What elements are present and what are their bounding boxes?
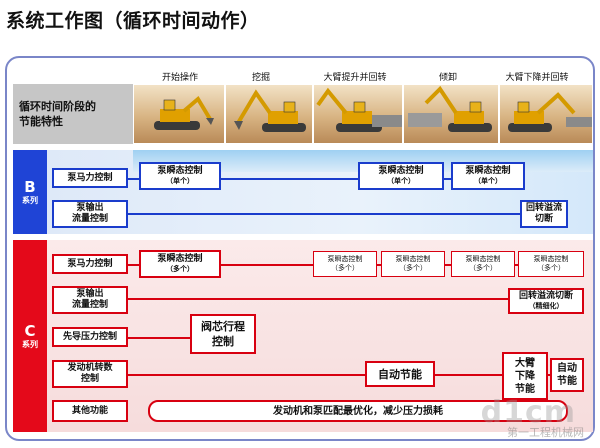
c-auto-1-label: 自动节能 <box>378 367 422 381</box>
b-transient-3-sub: （单个） <box>474 177 502 185</box>
excavator-photo-dump <box>403 84 499 144</box>
b-transient-1-title: 泵瞬态控制 <box>157 166 203 176</box>
c-transient-control-small-3: 泵瞬态控制 （多个） <box>451 251 515 277</box>
excavator-photo-dig <box>225 84 313 144</box>
watermark-site-name: 第一工程机械网 <box>507 426 584 439</box>
c-transient-s4-sub: （多个） <box>537 264 565 272</box>
c-transient-s2-title: 泵瞬态控制 <box>395 255 431 263</box>
c-optimize-label: 发动机和泵匹配最优化，减少压力损耗 <box>273 405 443 417</box>
b-swing-cut-1: 回转溢流 <box>525 203 562 213</box>
c-engine-label-1: 发动机转数 <box>67 363 113 373</box>
phase-dig: 挖掘 <box>251 73 270 83</box>
series-b-sublabel: 系列 <box>22 195 38 205</box>
c-pilot-line <box>128 337 190 339</box>
c-transient-control-small-2: 泵瞬态控制 （多个） <box>381 251 445 277</box>
c-auto-2-1: 自动 <box>557 363 577 374</box>
phase-boom-up-swing: 大臂提升并回转 <box>323 73 387 83</box>
c-pilot-label: 先导压力控制 <box>62 331 117 342</box>
c-auto-2-2: 节能 <box>557 376 577 387</box>
c-pump-flow-line <box>128 298 508 300</box>
c-transient-s1-sub: （多个） <box>331 264 359 272</box>
series-c-label: C <box>24 321 36 340</box>
phase-start: 开始操作 <box>161 73 198 83</box>
c-pump-flow-label-2: 流量控制 <box>71 300 108 310</box>
c-auto-energy-saving-2: 自动 节能 <box>550 358 584 392</box>
diagram-frame <box>5 56 595 441</box>
c-spool-2: 控制 <box>212 335 234 348</box>
b-transient-2-title: 泵瞬态控制 <box>378 166 424 176</box>
watermark-logo: d1cm <box>480 395 576 430</box>
cycle-phase-label-line2: 节能特性 <box>19 115 63 128</box>
phase-boom-down-swing: 大臂下降并回转 <box>505 73 569 83</box>
series-b-tab: B 系列 <box>13 150 47 234</box>
series-c-tab: C 系列 <box>13 240 47 432</box>
c-swing-cut-sub: （精细化） <box>528 302 564 310</box>
c-engine-label-2: 控制 <box>80 374 99 384</box>
excavator-icon <box>408 85 492 132</box>
b-pump-flow-label-1: 泵输出 <box>76 203 104 213</box>
excavator-photo-boom-down-swing <box>499 84 593 144</box>
excavator-photo-start <box>133 84 225 144</box>
b-transient-control-1: 泵瞬态控制 （单个） <box>139 162 221 190</box>
b-swing-cut-2: 切断 <box>534 214 553 224</box>
b-pump-power-row: 泵马力控制 <box>52 168 128 188</box>
b-pump-power-label: 泵马力控制 <box>67 172 113 183</box>
c-other-label: 其他功能 <box>71 405 108 416</box>
c-spool-1: 阀芯行程 <box>201 320 245 333</box>
c-transient-s4-title: 泵瞬态控制 <box>533 255 569 263</box>
c-auto-energy-saving-1: 自动节能 <box>365 361 435 387</box>
c-boom-down-3: 节能 <box>515 383 535 395</box>
series-c-sublabel: 系列 <box>22 339 38 349</box>
phase-dump: 倾卸 <box>438 73 457 83</box>
c-boom-down-energy-saving: 大臂 下降 节能 <box>502 352 548 400</box>
b-transient-1-sub: （单个） <box>166 177 194 185</box>
excavator-icon <box>154 95 214 130</box>
b-swing-relief-cut: 回转溢流 切断 <box>520 200 568 228</box>
c-engine-speed-row: 发动机转数 控制 <box>52 360 128 388</box>
c-engine-pump-optimization: 发动机和泵匹配最优化，减少压力损耗 <box>148 400 568 422</box>
excavator-icon <box>234 89 306 132</box>
excavator-icon <box>508 92 592 132</box>
cycle-phase-label-line1: 循环时间阶段的 <box>19 100 96 113</box>
c-boom-down-2: 下降 <box>515 370 535 382</box>
c-transient-s2-sub: （多个） <box>399 264 427 272</box>
cycle-phase-label: 循环时间阶段的 节能特性 <box>13 84 133 144</box>
c-pump-flow-row: 泵输出 流量控制 <box>52 286 128 314</box>
c-transient-s3-sub: （多个） <box>469 264 497 272</box>
c-pump-power-label: 泵马力控制 <box>67 258 113 269</box>
c-transient-s3-title: 泵瞬态控制 <box>465 255 501 263</box>
c-boom-down-1: 大臂 <box>515 357 535 369</box>
page-title: 系统工作图（循环时间动作） <box>6 10 260 32</box>
c-pilot-pressure-row: 先导压力控制 <box>52 327 128 347</box>
series-b-label: B <box>24 177 36 196</box>
c-engine-line <box>128 374 582 376</box>
excavator-icon <box>316 87 402 132</box>
excavator-photo-boom-up-swing <box>313 84 403 144</box>
c-pump-power-row: 泵马力控制 <box>52 254 128 274</box>
c-other-functions-row: 其他功能 <box>52 400 128 422</box>
b-pump-flow-line <box>128 213 520 215</box>
b-transient-control-3: 泵瞬态控制 （单个） <box>451 162 525 190</box>
b-pump-power-line <box>128 178 524 180</box>
b-pump-flow-row: 泵输出 流量控制 <box>52 200 128 228</box>
b-transient-3-title: 泵瞬态控制 <box>465 166 511 176</box>
c-transient-control-small-1: 泵瞬态控制 （多个） <box>313 251 377 277</box>
c-transient-control-small-4: 泵瞬态控制 （多个） <box>518 251 584 277</box>
c-swing-cut-title: 回转溢流切断 <box>518 291 573 301</box>
c-transient-s1-title: 泵瞬态控制 <box>327 255 363 263</box>
b-pump-flow-label-2: 流量控制 <box>71 214 108 224</box>
b-transient-2-sub: （单个） <box>387 177 415 185</box>
c-transient-main-title: 泵瞬态控制 <box>157 254 203 264</box>
c-transient-main-sub: （多个） <box>166 265 194 273</box>
c-transient-control-main: 泵瞬态控制 （多个） <box>139 250 221 278</box>
b-transient-control-2: 泵瞬态控制 （单个） <box>358 162 444 190</box>
c-swing-relief-cut-fine: 回转溢流切断 （精细化） <box>508 288 584 314</box>
c-spool-stroke-control: 阀芯行程 控制 <box>190 314 256 354</box>
c-pump-flow-label-1: 泵输出 <box>76 289 104 299</box>
